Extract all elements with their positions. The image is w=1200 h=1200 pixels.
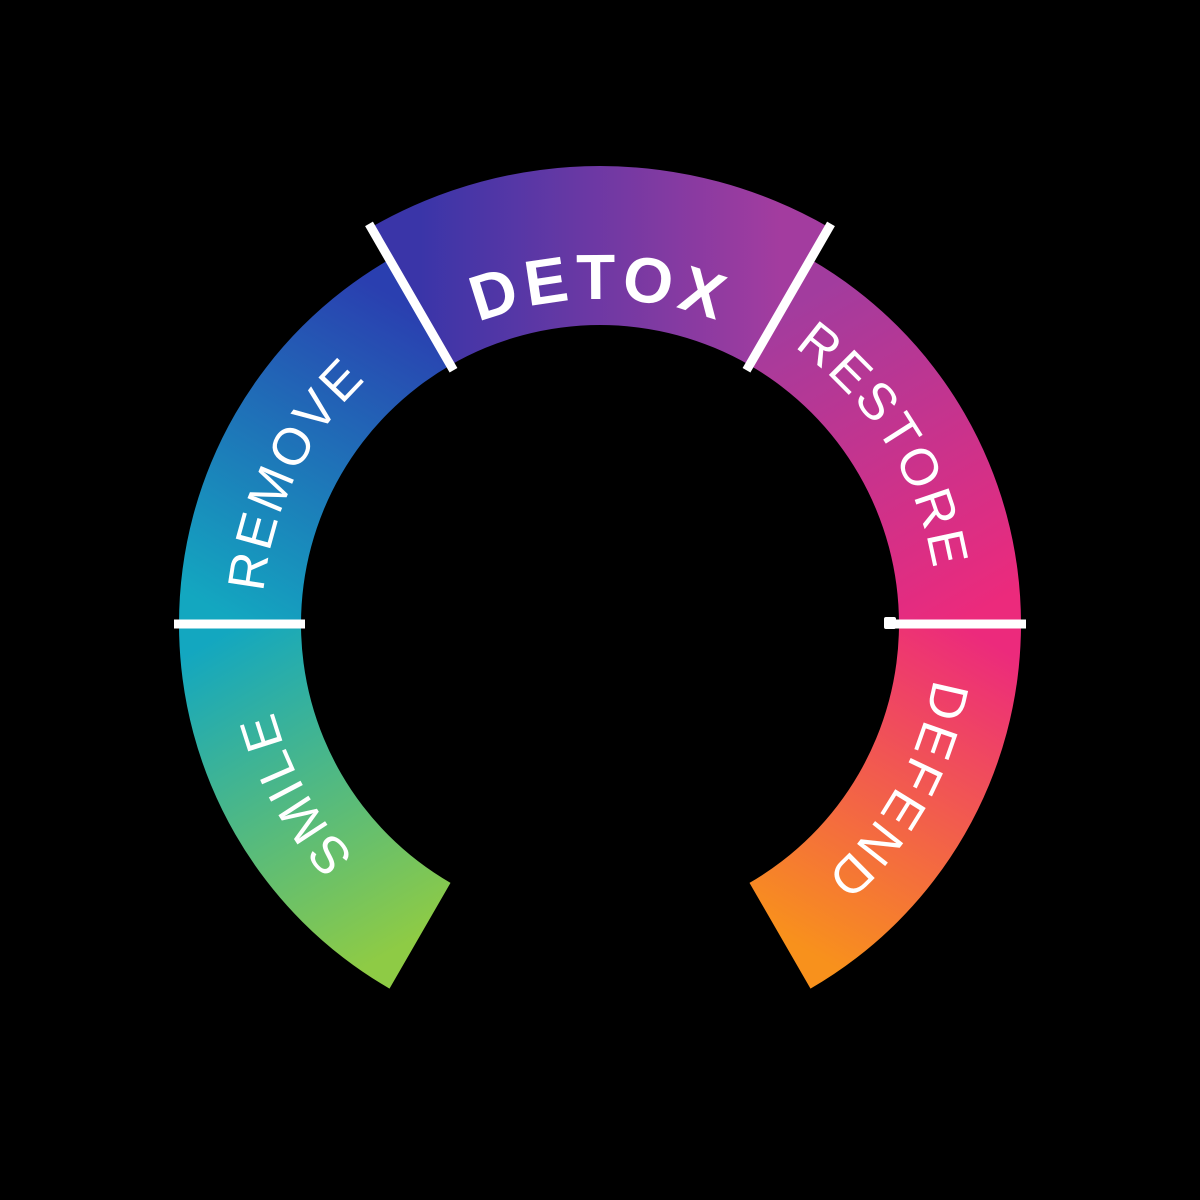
segment-smile (179, 624, 451, 989)
segment-detox (371, 166, 829, 366)
segment-restore (749, 259, 1021, 624)
artifact-dot (884, 617, 896, 629)
segment-remove (179, 259, 451, 624)
divider-remove-detox (365, 221, 458, 373)
divider-detox-restore (742, 221, 835, 373)
segment-defend (749, 624, 1021, 989)
